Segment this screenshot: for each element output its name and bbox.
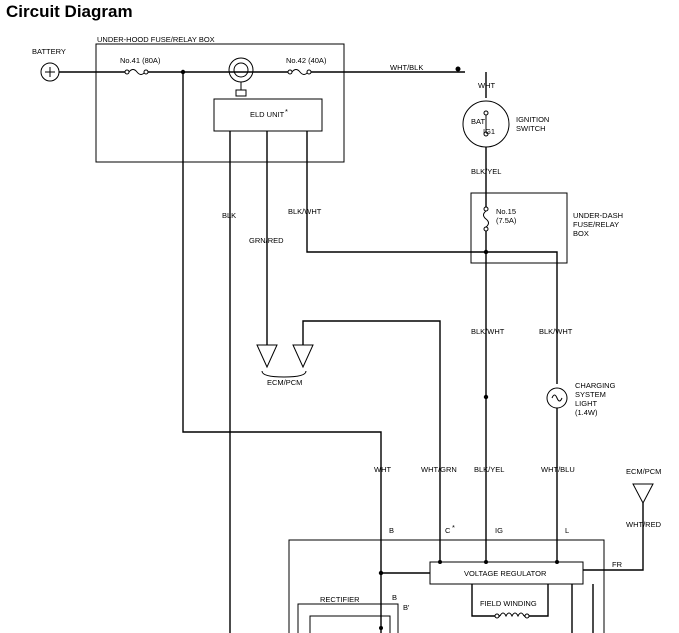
eld-unit-box [213,98,323,132]
fuse-41 [124,69,149,75]
charging-system-light [546,387,568,409]
fuse-41-label: No.41 (80A) [120,56,161,65]
fuse-42-label: No.42 (40A) [286,56,327,65]
ig1-terminal-label: IG1 [483,127,495,136]
charging-light-label-4: (1.4W) [575,408,598,417]
ignition-switch-label-2: SWITCH [516,124,546,133]
ignition-switch-label: IGNITION [516,115,549,124]
wire-wht-blu-label: WHT/BLU [541,465,575,474]
junction-dot [379,626,383,630]
under-dash-label-3: BOX [573,229,589,238]
eld-unit-label: ELD UNIT [250,110,285,119]
under-hood-fuse-box [95,43,345,163]
ecm-pcm-connector-left [256,344,314,378]
terminal-ig-label: IG [495,526,503,535]
wire-wht-top-label: WHT [478,81,495,90]
ecm-pcm-left-label: ECM/PCM [267,378,302,387]
wire-blk-wht-left [306,131,486,253]
terminal-b-label: B [389,526,394,535]
under-dash-label-2: FUSE/RELAY [573,220,619,229]
wire-wht-red [583,503,644,571]
rectifier-label: RECTIFIER [320,595,360,604]
terminal-b-prime-label: B' [403,603,410,612]
wire-blk-yel-bottom-label: BLK/YEL [474,465,504,474]
terminal-l-label: L [565,526,569,535]
wire-blk-wht-mid-label: BLK/WHT [471,327,505,336]
battery-label: BATTERY [32,47,66,56]
field-winding-coil [471,584,549,619]
rectifier-inner [309,615,391,633]
ecm-pcm-right-label: ECM/PCM [626,467,661,476]
rectifier-box [297,603,399,633]
under-dash-fuse-box [470,192,568,264]
fuse-15-label: No.15 [496,207,516,216]
junction-dot [455,66,461,72]
fuse-42 [287,69,312,75]
wire-wht-bottom-label: WHT [374,465,391,474]
wire-grn-red-label: GRN/RED [249,236,284,245]
wire-blk-wht-right [486,251,558,384]
wire-wht-red-label: WHT/RED [626,520,662,529]
fuse-15-rating: (7.5A) [496,216,517,225]
wire-wht-grn [302,320,441,562]
wire-blk-wht-left-label: BLK/WHT [288,207,322,216]
eld-unit-asterisk: * [285,107,288,116]
charging-light-label-3: LIGHT [575,399,598,408]
wire-wht-grn-label: WHT/GRN [421,465,457,474]
bat-terminal-label: BAT [471,117,485,126]
under-hood-box-label: UNDER-HOOD FUSE/RELAY BOX [97,35,215,44]
field-winding-label: FIELD WINDING [480,599,537,608]
battery-symbol [40,62,60,82]
wire-blk-wht-right-label: BLK/WHT [539,327,573,336]
wire-wht-blk-label: WHT/BLK [390,63,423,72]
ignition-switch [462,100,510,148]
wire-blk-label: BLK [222,211,236,220]
under-dash-label-1: UNDER-DASH [573,211,623,220]
alternator-housing [288,539,605,633]
charging-light-label-2: SYSTEM [575,390,606,399]
eld-sensor-ring [228,57,254,97]
wire-blk-yel-top-label: BLK/YEL [471,167,501,176]
junction-dot [483,394,489,400]
fuse-15 [483,206,489,232]
terminal-c-asterisk: * [452,523,455,532]
wire-main-to-b-terminal [182,72,382,633]
page-title: Circuit Diagram [6,2,133,21]
terminal-b2-label: B [392,593,397,602]
voltage-regulator-label: VOLTAGE REGULATOR [464,569,547,578]
charging-light-label-1: CHARGING [575,381,616,390]
ecm-pcm-connector-right [632,483,654,505]
terminal-c-label: C [445,526,451,535]
terminal-fr-label: FR [612,560,623,569]
